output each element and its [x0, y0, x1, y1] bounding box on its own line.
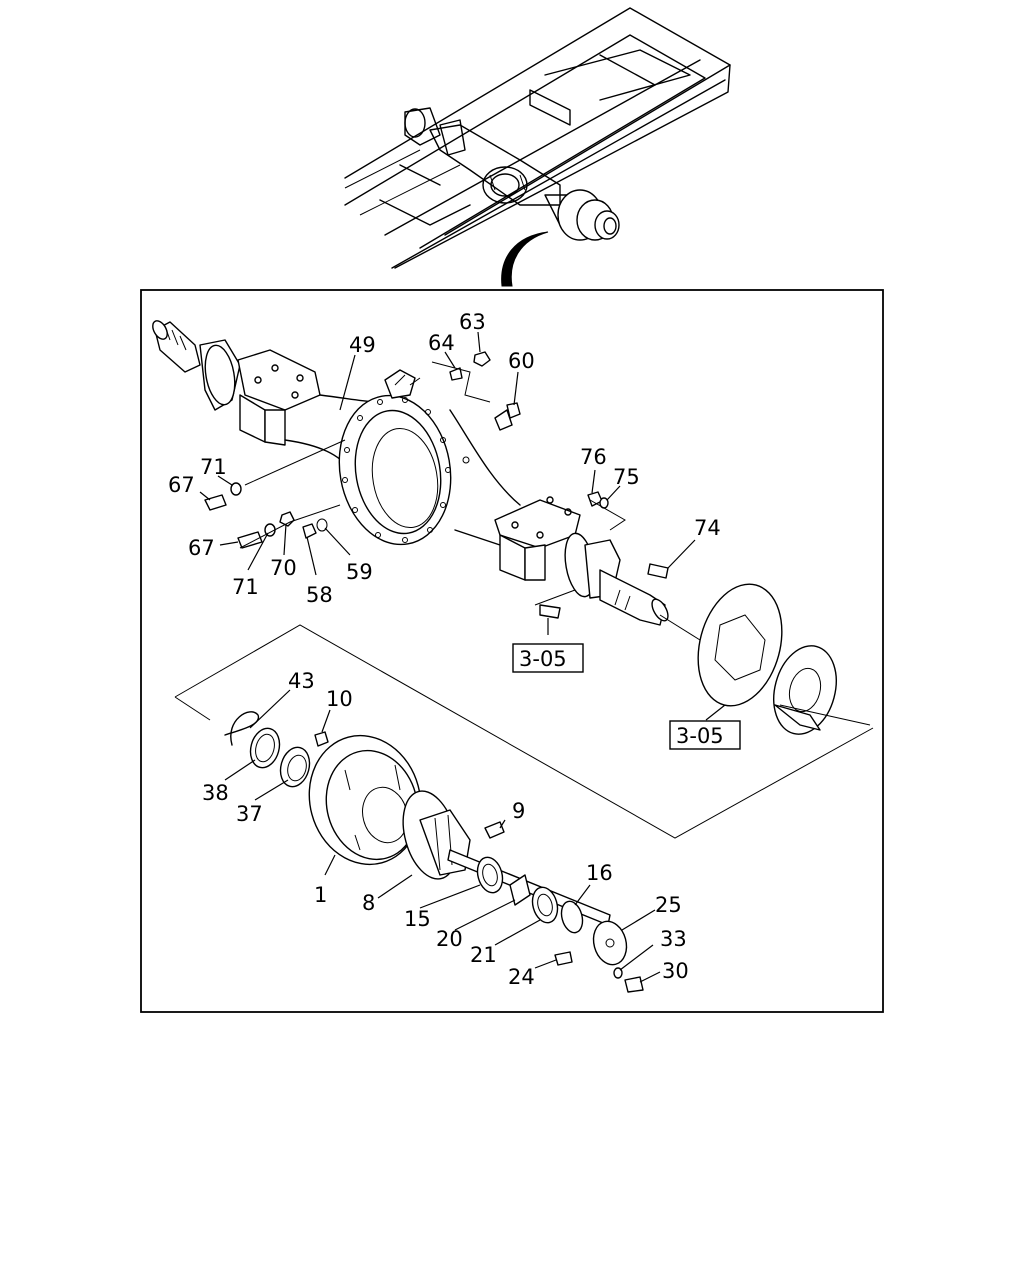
- label-20: 20: [436, 927, 463, 951]
- ring-bolt-holes: [342, 397, 451, 543]
- label-43: 43: [288, 669, 315, 693]
- label-75: 75: [613, 465, 640, 489]
- reference-boxes: 3-05 3-05: [512, 643, 741, 750]
- label-8: 8: [362, 891, 375, 915]
- label-63: 63: [459, 310, 486, 334]
- label-49: 49: [349, 333, 376, 357]
- part-number-labels: 63 64 49 60 71 67 67 71 70 58 59 76 75 7…: [168, 310, 721, 989]
- label-37: 37: [236, 802, 263, 826]
- label-64: 64: [428, 331, 455, 355]
- ref-axle-text: 3-05: [519, 647, 567, 671]
- label-71-upper: 71: [200, 455, 227, 479]
- label-33: 33: [660, 927, 687, 951]
- label-10: 10: [326, 687, 353, 711]
- hub-drum-assembly: [174, 624, 874, 993]
- label-15: 15: [404, 907, 431, 931]
- label-60: 60: [508, 349, 535, 373]
- axle-housing-assembly: [152, 320, 669, 626]
- label-67-lower: 67: [188, 536, 215, 560]
- label-59: 59: [346, 560, 373, 584]
- grouping-lines: [239, 361, 871, 726]
- label-25: 25: [655, 893, 682, 917]
- label-76: 76: [580, 445, 607, 469]
- label-1: 1: [314, 883, 327, 907]
- label-16: 16: [586, 861, 613, 885]
- label-58: 58: [306, 583, 333, 607]
- label-38: 38: [202, 781, 229, 805]
- hardware-parts: [204, 351, 837, 735]
- label-67-upper: 67: [168, 473, 195, 497]
- pointer-arrow: [501, 231, 549, 287]
- label-74: 74: [694, 516, 721, 540]
- ref-box-brake: [669, 720, 741, 750]
- label-21: 21: [470, 943, 497, 967]
- ref-box-axle: [512, 643, 584, 673]
- chassis-frame-overview: [344, 7, 731, 287]
- label-70: 70: [270, 556, 297, 580]
- detail-frame: [140, 289, 884, 1013]
- label-30: 30: [662, 959, 689, 983]
- label-24: 24: [508, 965, 535, 989]
- label-71-lower: 71: [232, 575, 259, 599]
- ref-brake-text: 3-05: [676, 724, 724, 748]
- leader-lines: [199, 331, 726, 983]
- label-9: 9: [512, 799, 525, 823]
